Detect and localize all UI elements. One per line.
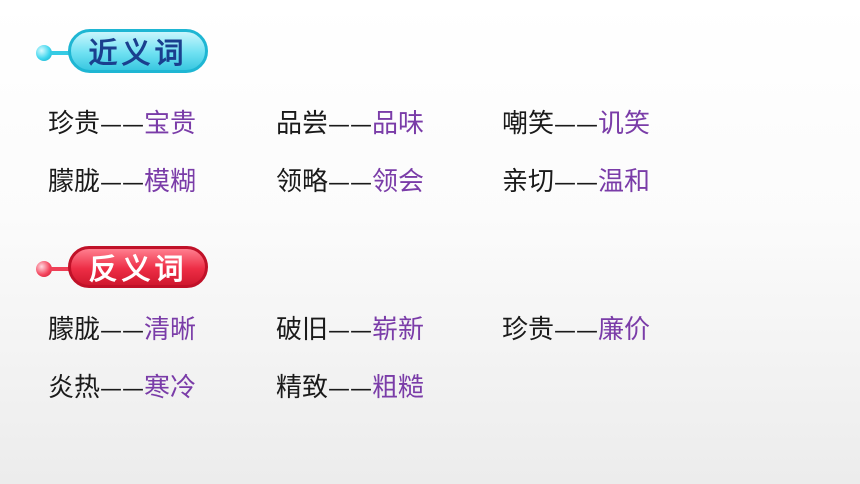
synonym-pair-3: 嘲笑——讥笑 bbox=[502, 106, 650, 142]
answer: 领会 bbox=[372, 167, 425, 197]
dash: —— bbox=[100, 113, 145, 138]
word: 朦胧 bbox=[48, 167, 101, 197]
answer: 温和 bbox=[598, 167, 651, 197]
connector-line bbox=[50, 51, 76, 55]
connector-line bbox=[50, 267, 76, 271]
word: 领略 bbox=[276, 167, 329, 197]
antonyms-title: 反义词 bbox=[68, 246, 208, 288]
synonym-pair-6: 亲切——温和 bbox=[502, 164, 650, 200]
answer: 寒冷 bbox=[144, 373, 197, 403]
synonym-pair-1: 珍贵——宝贵 bbox=[48, 106, 196, 142]
antonyms-heading: 反义词 bbox=[36, 243, 216, 293]
answer: 模糊 bbox=[144, 167, 197, 197]
antonym-pair-3: 珍贵——廉价 bbox=[502, 312, 650, 348]
answer: 廉价 bbox=[598, 315, 651, 345]
dash: —— bbox=[328, 171, 373, 196]
bullet-dot-icon bbox=[36, 261, 52, 277]
antonym-pair-2: 破旧——崭新 bbox=[276, 312, 424, 348]
word: 朦胧 bbox=[48, 315, 101, 345]
word: 珍贵 bbox=[48, 109, 101, 139]
dash: —— bbox=[328, 113, 373, 138]
dash: —— bbox=[554, 113, 599, 138]
word: 炎热 bbox=[48, 373, 101, 403]
synonym-pair-4: 朦胧——模糊 bbox=[48, 164, 196, 200]
dash: —— bbox=[554, 171, 599, 196]
answer: 品味 bbox=[372, 109, 425, 139]
dash: —— bbox=[328, 377, 373, 402]
answer: 清晰 bbox=[144, 315, 197, 345]
synonym-pair-2: 品尝——品味 bbox=[276, 106, 424, 142]
synonym-pair-5: 领略——领会 bbox=[276, 164, 424, 200]
dash: —— bbox=[100, 171, 145, 196]
answer: 讥笑 bbox=[598, 109, 651, 139]
antonym-pair-4: 炎热——寒冷 bbox=[48, 370, 196, 406]
antonym-pair-5: 精致——粗糙 bbox=[276, 370, 424, 406]
dash: —— bbox=[328, 319, 373, 344]
bullet-dot-icon bbox=[36, 45, 52, 61]
answer: 粗糙 bbox=[372, 373, 425, 403]
answer: 宝贵 bbox=[144, 109, 197, 139]
synonyms-title: 近义词 bbox=[68, 29, 208, 73]
word: 珍贵 bbox=[502, 315, 555, 345]
synonyms-heading: 近义词 bbox=[36, 27, 216, 77]
word: 品尝 bbox=[276, 109, 329, 139]
answer: 崭新 bbox=[372, 315, 425, 345]
dash: —— bbox=[554, 319, 599, 344]
dash: —— bbox=[100, 377, 145, 402]
word: 嘲笑 bbox=[502, 109, 555, 139]
antonym-pair-1: 朦胧——清晰 bbox=[48, 312, 196, 348]
dash: —— bbox=[100, 319, 145, 344]
word: 破旧 bbox=[276, 315, 329, 345]
word: 亲切 bbox=[502, 167, 555, 197]
word: 精致 bbox=[276, 373, 329, 403]
